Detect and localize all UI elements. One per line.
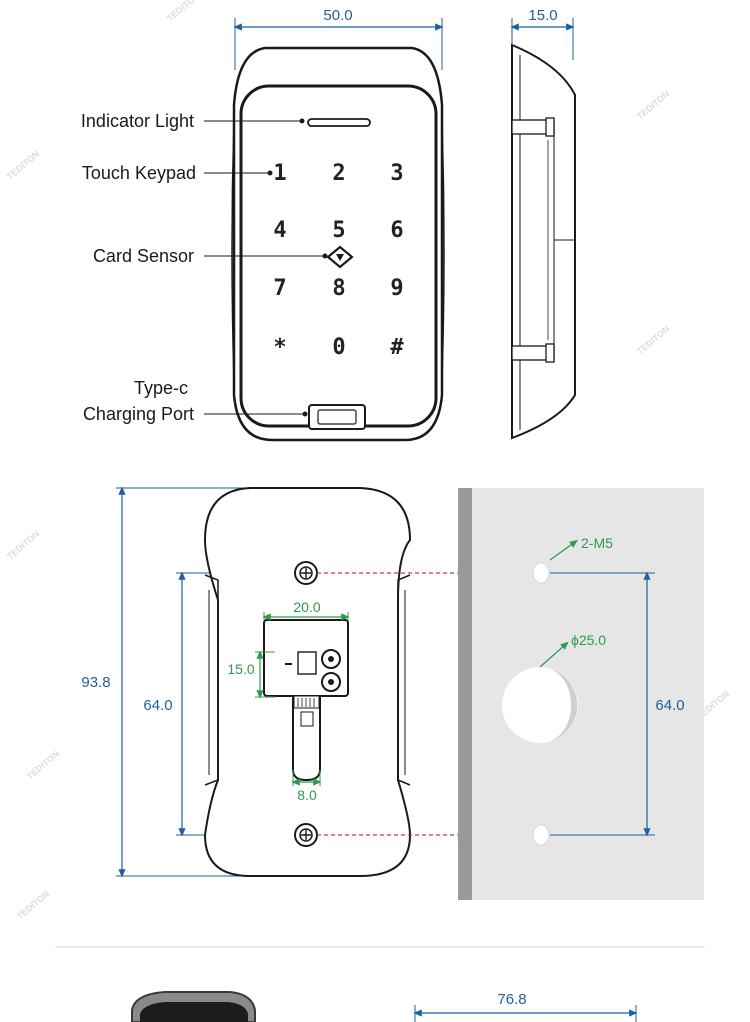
card-sensor-icon xyxy=(326,245,354,269)
key-7: 7 xyxy=(273,276,286,301)
wall-edge xyxy=(458,488,472,900)
hole-diameter: ϕ25.0 xyxy=(571,632,606,648)
label-card-sensor: Card Sensor xyxy=(93,246,194,266)
board-height-value: 15.0 xyxy=(227,661,254,677)
screw-hole-top xyxy=(294,561,318,585)
watermark-text: TEDITON xyxy=(5,529,42,562)
front-width-value: 50.0 xyxy=(323,7,352,24)
wall-screw-hole-top xyxy=(532,562,550,584)
indicator-light xyxy=(307,118,371,127)
bottom-section: 76.8 xyxy=(131,991,638,1022)
screw-hole-bottom xyxy=(294,823,318,847)
watermark-text: TEDITON xyxy=(25,749,62,782)
key-1: 1 xyxy=(273,161,286,186)
screw-spec: 2-M5 xyxy=(581,535,613,551)
front-view: 50.0 1 2 3 4 5 6 7 8 9 * 0 # Indicator L… xyxy=(81,7,445,442)
wall-screw-hole-bottom xyxy=(532,824,550,846)
hole-spacing-right-value: 64.0 xyxy=(655,697,684,714)
label-touch-keypad: Touch Keypad xyxy=(82,163,196,183)
watermark-text: TEDITON xyxy=(15,889,52,922)
back-view: 93.8 64.0 xyxy=(81,486,540,878)
key-hash: # xyxy=(390,335,404,360)
wall-cutout-view: 64.0 2-M5 ϕ25.0 xyxy=(458,488,704,900)
key-5: 5 xyxy=(332,218,345,243)
side-profile xyxy=(511,43,576,440)
board-width-value: 20.0 xyxy=(293,599,320,615)
watermark-text: TEDITON xyxy=(635,324,672,357)
wall-panel xyxy=(458,488,704,900)
connector-width-value: 8.0 xyxy=(297,787,317,803)
key-8: 8 xyxy=(332,276,345,301)
key-6: 6 xyxy=(390,218,403,243)
key-2: 2 xyxy=(332,161,345,186)
height-value: 93.8 xyxy=(81,674,110,691)
label-charging-port: Charging Port xyxy=(83,404,194,424)
key-3: 3 xyxy=(390,161,403,186)
type-c-port xyxy=(308,404,366,430)
key-9: 9 xyxy=(390,276,403,301)
key-0: 0 xyxy=(332,335,345,360)
watermark-text: TEDITON xyxy=(5,149,42,182)
key-4: 4 xyxy=(273,218,286,243)
watermark-text: TEDITON xyxy=(165,0,202,24)
label-indicator-light: Indicator Light xyxy=(81,111,194,131)
watermark-text: TEDITON xyxy=(635,89,672,122)
cable-hole xyxy=(502,667,578,743)
key-star: * xyxy=(273,335,286,360)
side-depth-value: 15.0 xyxy=(528,7,557,24)
label-type-c: Type-c xyxy=(134,378,188,398)
side-view: 15.0 xyxy=(510,7,576,440)
hole-spacing-left-value: 64.0 xyxy=(143,697,172,714)
connector-tail xyxy=(292,696,321,782)
bottom-width-value: 76.8 xyxy=(497,991,526,1008)
